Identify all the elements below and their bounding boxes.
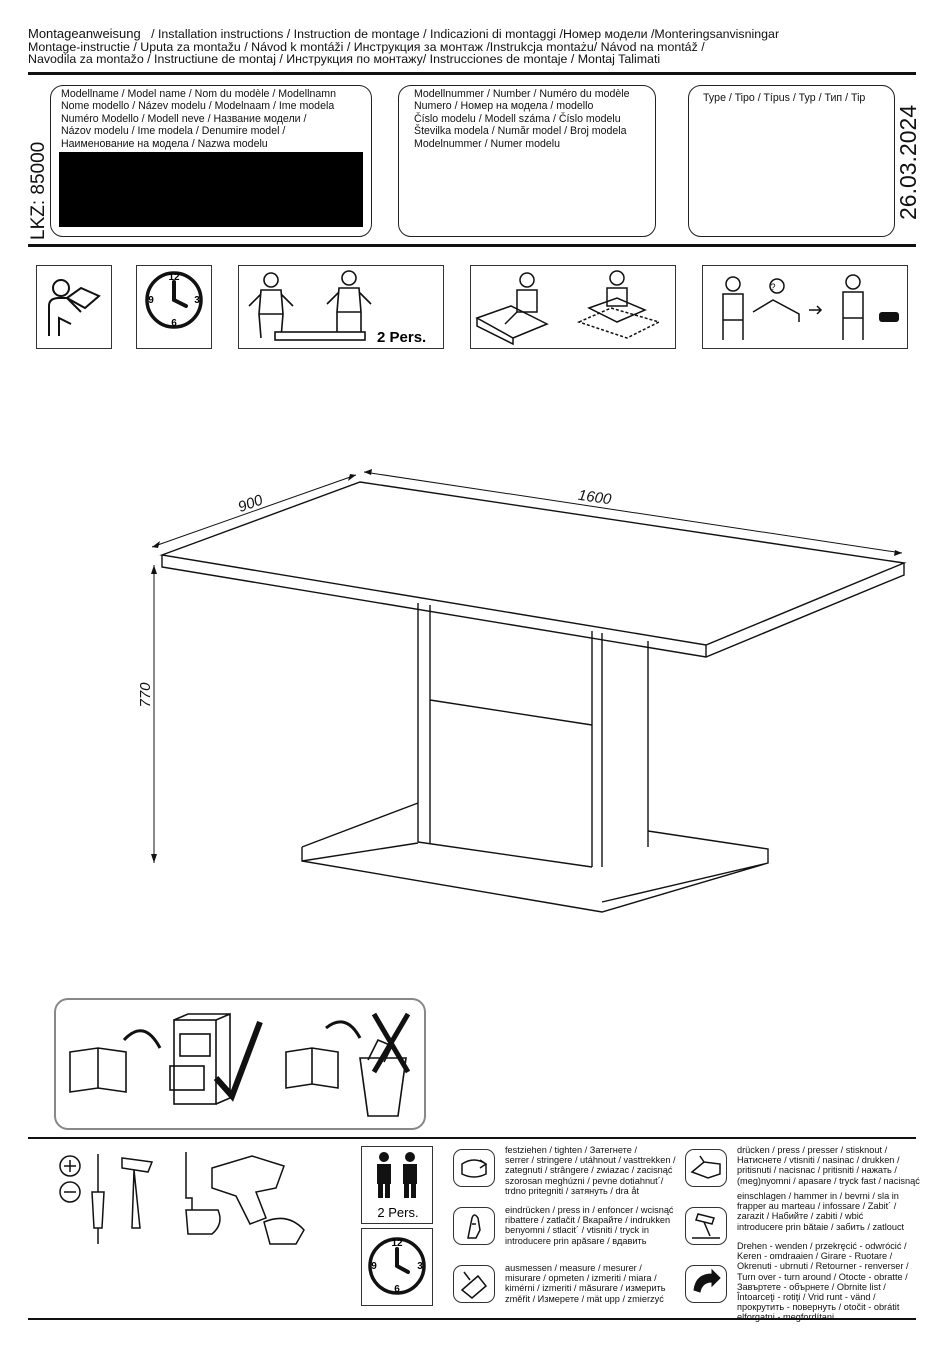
header-divider [28, 72, 916, 75]
press-hand-icon [690, 1155, 721, 1179]
press-in-legend-icon [453, 1207, 495, 1245]
read-instructions-pictogram [36, 265, 112, 349]
tools-clock-3: 3 [417, 1261, 423, 1272]
title-header: Montageanweisung / Installation instruct… [28, 26, 928, 67]
lkz-label: LKZ: 85000 [28, 141, 49, 240]
allen-key-icon [185, 1152, 221, 1235]
model-number-box: Modellnummer / Number / Numéro du modèle… [398, 85, 656, 237]
call-support-icon: ? [722, 274, 899, 340]
measure-legend-icon [453, 1265, 495, 1303]
clock-icon: 12 3 6 9 [145, 271, 203, 329]
tools-divider-bottom [28, 1318, 916, 1320]
drill-icon [211, 1155, 305, 1245]
hammer-in-icon [692, 1213, 720, 1239]
measure-legend-text: ausmessen / measure / mesurer / misurare… [505, 1263, 666, 1304]
header-line-1: Montageanweisung / Installation instruct… [28, 26, 928, 41]
two-pers-label: 2 Pers. [377, 329, 426, 346]
slotted-icon [59, 1181, 81, 1203]
press-legend-icon [685, 1149, 727, 1187]
tools-clock-12: 12 [391, 1238, 403, 1249]
time-pictogram: 12 3 6 9 [136, 265, 212, 349]
tools-clock-6: 6 [394, 1284, 400, 1295]
info-divider [28, 244, 916, 247]
two-persons-icon: 2 Pers. [377, 1152, 419, 1220]
book-icon [69, 1047, 127, 1093]
two-workers-icon: 2 Pers. [248, 270, 426, 346]
date-label: 26.03.2024 [895, 104, 921, 220]
tighten-icon [461, 1159, 488, 1178]
table-drawing: 900 1600 770 [137, 469, 907, 913]
width-dimension: 1600 [577, 487, 613, 509]
turn-over-icon [693, 1268, 721, 1293]
missing-parts-pictogram: ? [702, 265, 908, 349]
time-tool-box: 12 3 6 9 [361, 1228, 433, 1306]
clock-9: 9 [148, 295, 154, 306]
depth-dimension: 900 [236, 491, 266, 516]
clock-12: 12 [168, 272, 180, 283]
hammer-icon [121, 1157, 154, 1229]
keep-instructions-illustration [69, 1012, 411, 1117]
screwdriver-icon [91, 1154, 105, 1244]
hammer-legend-text: einschlagen / hammer in / bevrni / sla i… [737, 1191, 905, 1232]
unpack-pictogram [470, 265, 676, 349]
turn-legend-text: Drehen - wenden / przekręcić - odwrócić … [737, 1241, 909, 1322]
model-name-redaction [59, 152, 363, 227]
header-line-3: Navodila za montažo / Instructiune de mo… [28, 52, 661, 67]
header-line-2: Montage-instructie / Uputa za montažu / … [28, 39, 705, 54]
keep-instructions-box [54, 998, 426, 1130]
clock-small-icon: 12 3 6 9 [368, 1237, 426, 1295]
svg-text:?: ? [770, 282, 775, 292]
height-dimension: 770 [137, 682, 154, 708]
hammer-legend-icon [685, 1207, 727, 1245]
unpacking-on-carpet-icon [475, 270, 662, 346]
turn-legend-icon [685, 1265, 727, 1303]
two-persons-pictogram: 2 Pers. [238, 265, 444, 349]
header-title-rest: / Installation instructions / Instructio… [151, 27, 780, 41]
cross-icon [371, 1012, 411, 1074]
type-box: Type / Tipo / Típus / Typ / Тип / Tip [688, 85, 895, 237]
phillips-icon [59, 1155, 81, 1177]
tools-clock-9: 9 [371, 1261, 377, 1272]
measure-icon [460, 1271, 488, 1299]
tighten-legend-icon [453, 1149, 495, 1187]
header-title-de: Montageanweisung [28, 26, 141, 41]
tools-illustration [59, 1152, 305, 1245]
reading-person-icon [48, 279, 101, 336]
press-in-legend-text: eindrücken / press in / enfoncer / wcisn… [505, 1205, 674, 1246]
press-in-icon [467, 1214, 481, 1239]
press-legend-text: drücken / press / presser / stisknout / … [737, 1145, 920, 1186]
model-number-caption: Modellnummer / Number / Numéro du modèle… [414, 88, 630, 150]
tools-divider-top [28, 1137, 916, 1139]
tighten-legend-text: festziehen / tighten / Затегнете / serre… [505, 1145, 676, 1196]
clock-3: 3 [194, 295, 200, 306]
two-persons-tool-box: 2 Pers. [361, 1146, 433, 1224]
type-caption: Type / Tipo / Típus / Typ / Тип / Tip [703, 92, 866, 104]
clock-6: 6 [171, 318, 177, 329]
checkmark-icon [213, 1020, 263, 1102]
tools-two-pers-label: 2 Pers. [377, 1205, 418, 1220]
model-name-caption: Modellname / Model name / Nom du modèle … [61, 88, 336, 150]
model-name-box: Modellname / Model name / Nom du modèle … [50, 85, 372, 237]
